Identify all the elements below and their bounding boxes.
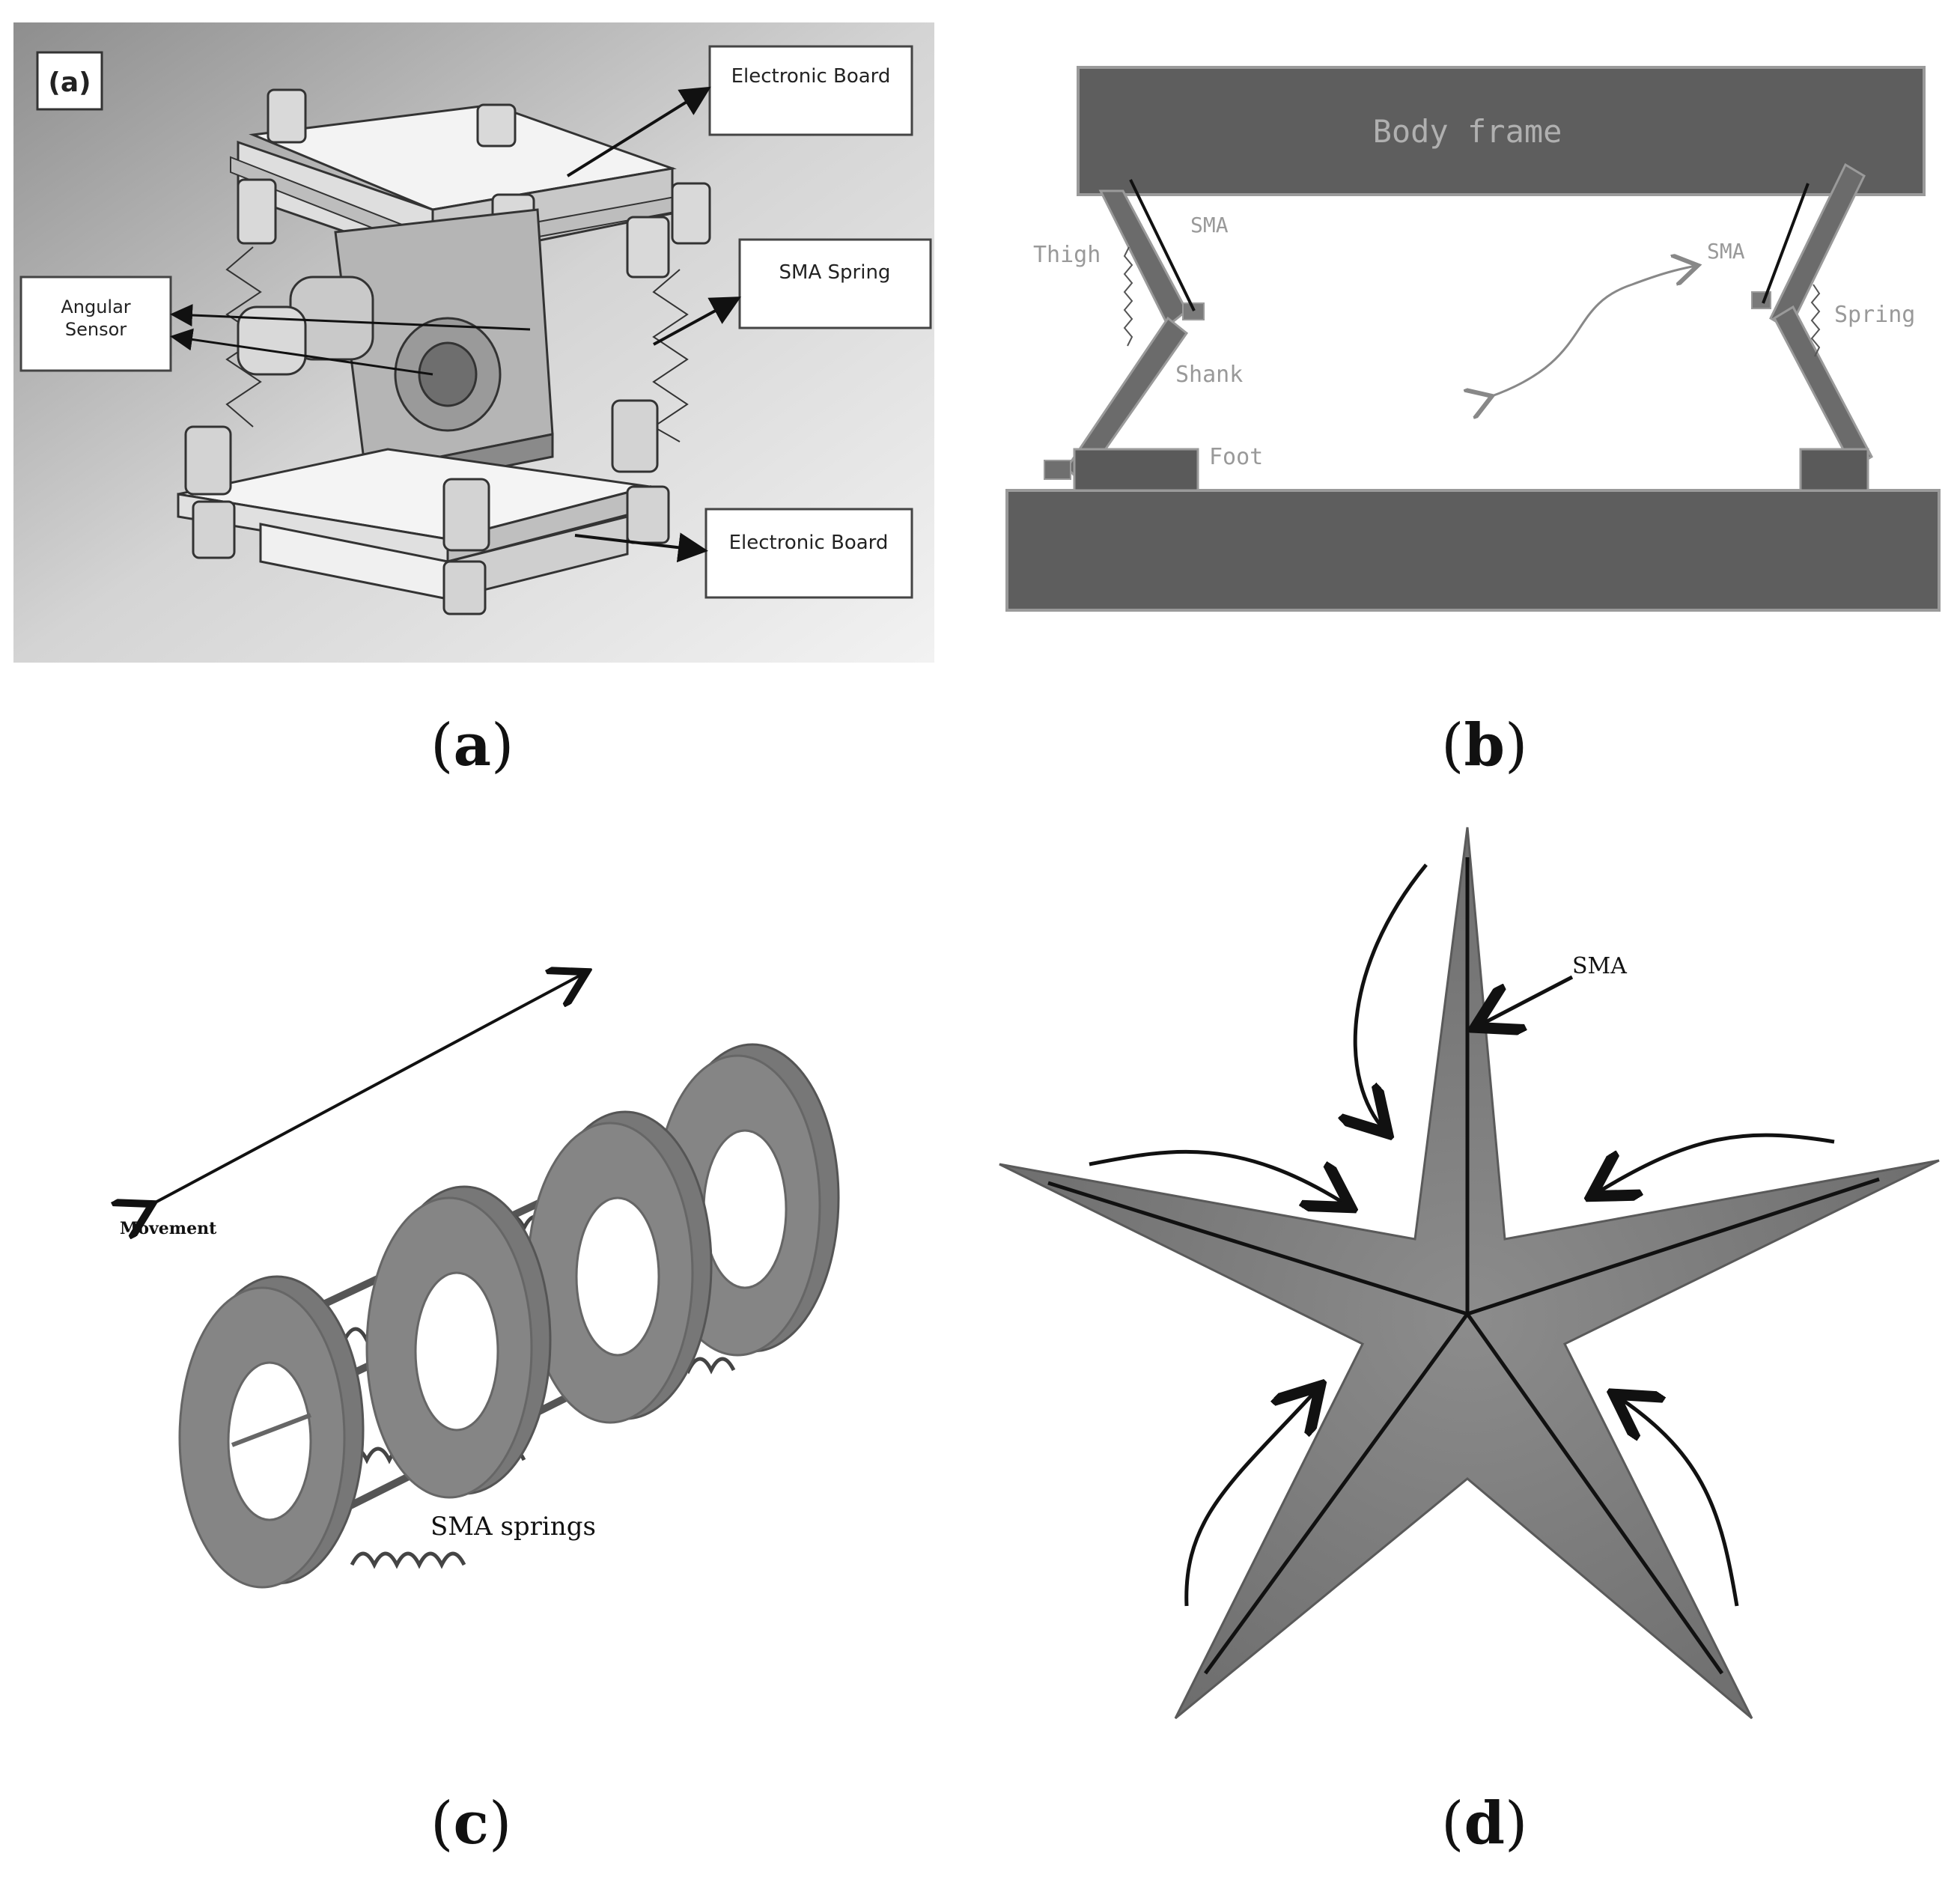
caption-c-letter: c — [453, 1789, 489, 1858]
label-body-frame: Body frame — [1373, 113, 1562, 150]
disc-2 — [365, 1185, 552, 1499]
arrow-electronic-board-top — [566, 86, 711, 177]
label-box-electronic-board-top — [708, 45, 913, 136]
panel-b: Body frame SMA Thigh Shank Foot SMA Spri… — [996, 60, 1947, 614]
panel-d-illustration: SMA — [999, 827, 1940, 1720]
caption-a-letter: a — [453, 711, 491, 779]
body-frame — [1077, 66, 1926, 196]
left-leg — [1044, 179, 1205, 492]
label-angular-sensor-line1: Angular — [61, 296, 130, 317]
caption-d-letter: d — [1464, 1789, 1505, 1858]
label-sma-springs: SMA springs — [430, 1512, 596, 1542]
right-leg — [1751, 162, 1873, 492]
arrow-angular-sensor-1 — [170, 304, 531, 331]
left-thigh — [1098, 189, 1188, 328]
panel-a-tag-box — [36, 51, 103, 111]
label-movement: Movement — [120, 1219, 217, 1238]
label-sma: SMA — [1572, 953, 1627, 979]
right-spring — [1810, 284, 1821, 357]
panel-b-diagram: Body frame SMA Thigh Shank Foot SMA Spri… — [1005, 66, 1941, 612]
sma-wires — [1047, 857, 1880, 1675]
label-sma-right: SMA — [1707, 239, 1745, 264]
arrow-electronic-board-bottom — [574, 532, 708, 563]
ground — [1005, 489, 1941, 612]
panel-c: Movement — [97, 951, 883, 1610]
bending-arrows — [1089, 863, 1835, 1607]
disc-3 — [526, 1110, 713, 1424]
caption-d: (d) — [1441, 1789, 1528, 1858]
label-sma-spring: SMA Spring — [779, 261, 891, 284]
label-foot: Foot — [1209, 444, 1263, 470]
movement-arrow — [1490, 266, 1696, 397]
disc-1 — [178, 1275, 365, 1589]
bottom-bolts — [184, 399, 670, 615]
caption-a: (a) — [430, 711, 514, 779]
panel-a-tag: (a) — [48, 67, 91, 98]
arrow-sma-spring — [653, 296, 742, 346]
left-foot — [1073, 448, 1199, 492]
label-box-sma-spring — [738, 238, 932, 329]
label-box-electronic-board-bottom — [704, 508, 913, 599]
label-shank: Shank — [1175, 362, 1243, 388]
label-electronic-board-bottom: Electronic Board — [729, 532, 889, 554]
caption-b-letter: b — [1464, 711, 1505, 779]
panel-a-illustration: (a) — [13, 22, 934, 663]
label-angular-sensor-line2: Sensor — [65, 319, 127, 340]
label-box-angular-sensor — [19, 276, 172, 372]
label-thigh: Thigh — [1033, 242, 1101, 268]
right-shank — [1773, 305, 1873, 470]
left-sma-wire — [1129, 179, 1196, 311]
label-electronic-board-top: Electronic Board — [731, 65, 891, 88]
right-sma-wire — [1762, 183, 1810, 304]
movement-arrow — [150, 973, 584, 1205]
angular-sensor-mount — [237, 208, 554, 496]
panel-a: (a) — [13, 22, 934, 663]
panel-c-illustration: Movement — [97, 951, 840, 1589]
label-sma-left: SMA — [1190, 213, 1229, 237]
arrow-sma — [1479, 975, 1574, 1026]
left-spring — [1123, 246, 1133, 347]
caption-c: (c) — [430, 1789, 512, 1858]
arrow-angular-sensor-2 — [170, 328, 433, 376]
right-foot — [1799, 448, 1869, 492]
panel-d: SMA — [988, 820, 1954, 1726]
label-spring: Spring — [1834, 302, 1915, 328]
caption-b: (b) — [1441, 711, 1528, 779]
